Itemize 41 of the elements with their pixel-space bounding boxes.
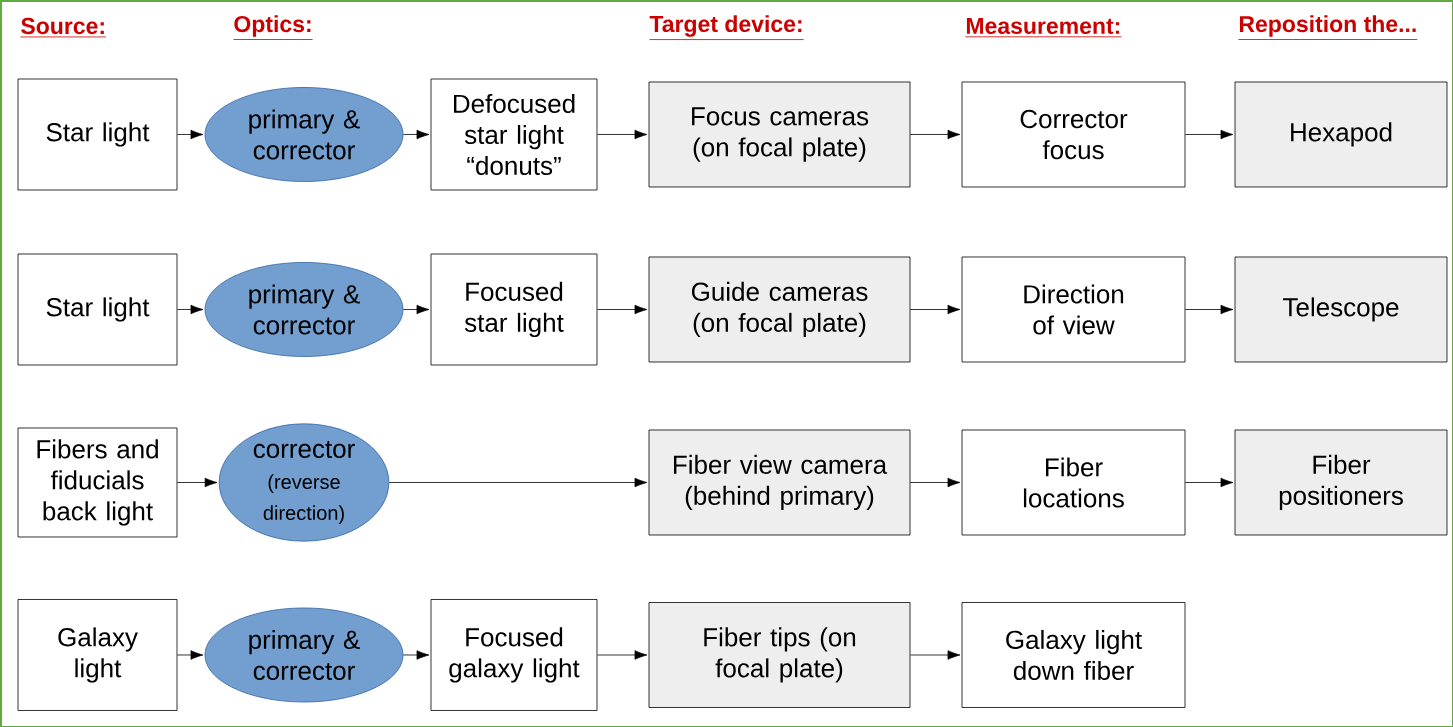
arrow <box>910 304 961 315</box>
arrow <box>177 477 218 488</box>
device-box: Fiber tips (on focal plate) <box>648 602 911 708</box>
column-heading: Optics: <box>233 15 314 40</box>
process-box: Corrector focus <box>961 81 1186 188</box>
arrow <box>388 477 648 488</box>
arrow <box>1185 129 1234 140</box>
arrow <box>403 304 430 315</box>
arrow <box>403 650 430 660</box>
process-box: Direction of view <box>961 256 1186 363</box>
arrow <box>910 477 961 488</box>
process-box: Galaxy light down fiber <box>961 602 1186 708</box>
arrow <box>1185 477 1234 488</box>
device-box: Hexapod <box>1234 81 1448 188</box>
device-box: Fiber view camera (behind primary) <box>648 429 911 536</box>
arrow <box>403 129 430 140</box>
arrow <box>910 129 961 140</box>
process-box: Focused star light <box>430 253 598 366</box>
arrow <box>910 650 961 660</box>
device-box: Telescope <box>1234 256 1448 363</box>
device-box: Fiber positioners <box>1234 429 1448 536</box>
process-box: Focused galaxy light <box>430 599 598 711</box>
arrow <box>1185 304 1234 315</box>
column-heading: Reposition the... <box>1238 15 1418 40</box>
column-heading: Source: <box>20 17 107 38</box>
arrow <box>177 650 204 660</box>
process-box: Fibers and fiducials back light <box>17 427 178 538</box>
column-heading: Target device: <box>649 15 805 40</box>
arrow <box>177 304 204 315</box>
device-box: Focus cameras (on focal plate) <box>648 81 911 188</box>
arrow <box>597 129 648 140</box>
arrow <box>597 650 648 660</box>
process-box: Fiber locations <box>961 429 1186 536</box>
arrow <box>177 129 204 140</box>
arrow <box>597 304 648 315</box>
process-box: Star light <box>17 78 178 191</box>
process-box: Galaxy light <box>17 599 178 711</box>
device-box: Guide cameras (on focal plate) <box>648 256 911 363</box>
process-box: Defocused star light “donuts” <box>430 78 598 191</box>
column-heading: Measurement: <box>965 18 1122 38</box>
process-box: Star light <box>17 253 178 366</box>
